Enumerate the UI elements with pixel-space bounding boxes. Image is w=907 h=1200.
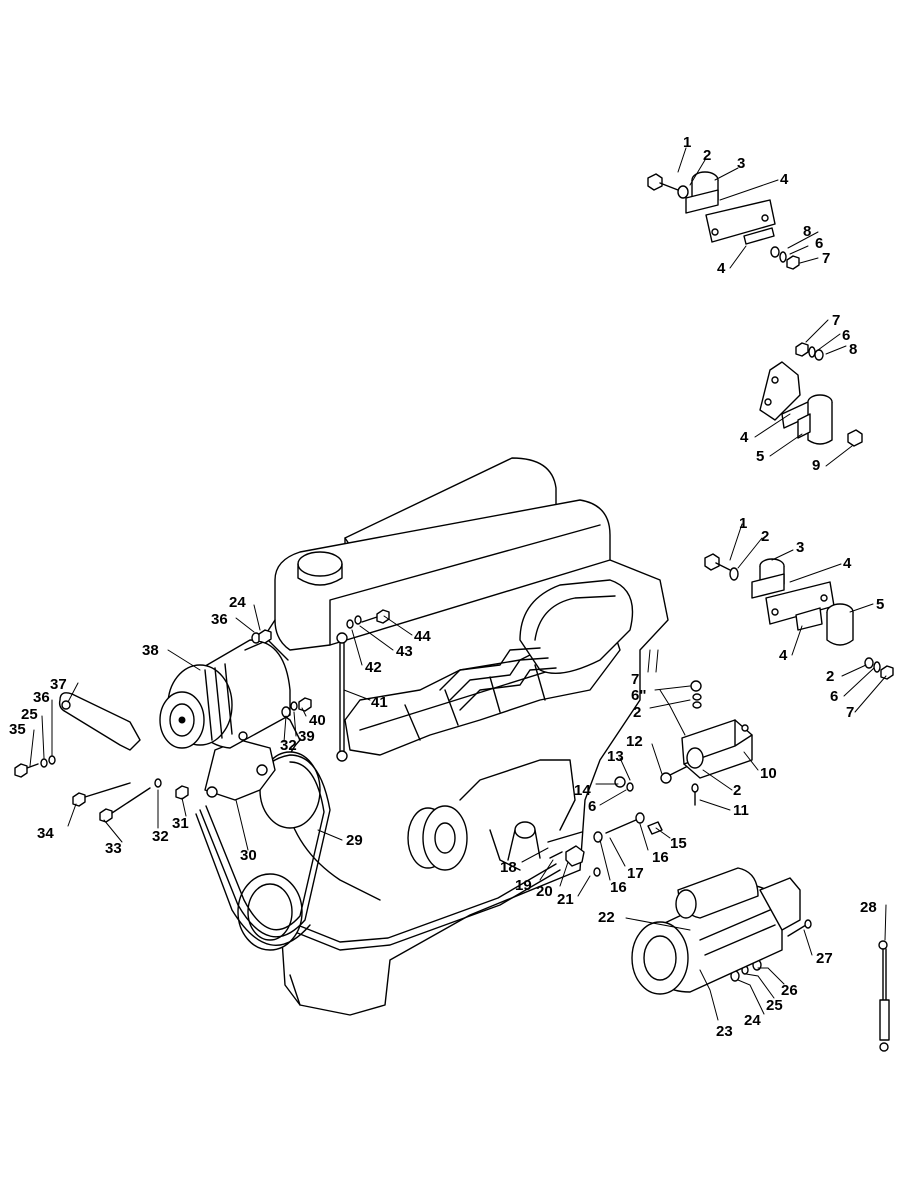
callout: 9 [812, 457, 820, 474]
callout: 36 [33, 689, 50, 706]
callout: 36 [211, 611, 228, 628]
top-solenoid-bracket [685, 171, 776, 245]
callout: 23 [716, 1023, 733, 1040]
callout: 32 [152, 828, 169, 845]
battery-cable [878, 940, 890, 1052]
callout: 39 [298, 728, 315, 745]
callout: 1 [739, 515, 747, 532]
callout: 6 [588, 798, 596, 815]
callout: 35 [9, 721, 26, 738]
callout: 4 [780, 171, 789, 188]
callout: 11 [733, 802, 749, 819]
callout: 8 [849, 341, 857, 358]
fasteners [14, 173, 894, 982]
alternator [159, 639, 291, 749]
callout: 21 [557, 891, 574, 908]
callout: 1 [683, 134, 691, 151]
callout: 3 [796, 539, 804, 556]
stop-solenoid [681, 719, 753, 779]
middle-solenoid-bracket [759, 361, 833, 445]
callout: 42 [365, 659, 382, 676]
callout: 16 [610, 879, 627, 896]
callout: 25 [766, 997, 783, 1014]
callout: 2 [826, 668, 834, 685]
callout: 40 [309, 712, 326, 729]
callout: 7 [846, 704, 854, 721]
callout: 30 [240, 847, 257, 864]
leader-lines [29, 147, 887, 1021]
starter-motor [631, 867, 801, 995]
callout: 6 [815, 235, 823, 252]
engine-block [195, 457, 669, 1016]
callout: 37 [50, 676, 67, 693]
callout: 12 [626, 733, 643, 750]
callout: 2 [733, 782, 741, 799]
callout: 7 [832, 312, 840, 329]
dipstick-rod [336, 632, 348, 762]
callout: 43 [396, 643, 413, 660]
callout: 19 [515, 877, 532, 894]
callout: 44 [414, 628, 431, 645]
callout: 10 [760, 765, 777, 782]
callout: 34 [37, 825, 54, 842]
callout: 14 [574, 782, 591, 799]
callout: 25 [21, 706, 38, 723]
callout: 5 [756, 448, 764, 465]
callout: 8 [803, 223, 811, 240]
lower-solenoid-bracket [751, 558, 854, 646]
callout: 26 [781, 982, 798, 999]
callout: 3 [737, 155, 745, 172]
callout: 6 [830, 688, 838, 705]
callout: 4 [717, 260, 726, 277]
callout: 4 [779, 647, 788, 664]
callout: 17 [627, 865, 644, 882]
callout: 15 [670, 835, 687, 852]
callout: 5 [876, 596, 884, 613]
callout: 24 [229, 594, 246, 611]
callout: 16 [652, 849, 669, 866]
callout: 32 [280, 737, 297, 754]
callout: 27 [816, 950, 833, 967]
callout: 7 [822, 250, 830, 267]
callout: 18 [500, 859, 517, 876]
callout: 38 [142, 642, 159, 659]
callout: 13 [607, 748, 624, 765]
callout: 33 [105, 840, 122, 857]
callout: 31 [172, 815, 189, 832]
callout: 22 [598, 909, 615, 926]
callout: 4 [843, 555, 852, 572]
adjusting-strap [58, 692, 141, 751]
callout: 20 [536, 883, 553, 900]
callout: 4 [740, 429, 749, 446]
callout: 2 [703, 147, 711, 164]
callout: 24 [744, 1012, 761, 1029]
callout-labels: 1 2 3 4 4 8 6 7 7 6 8 4 5 9 1 2 3 4 5 4 … [9, 134, 884, 1040]
callout: 29 [346, 832, 363, 849]
callout: 2 [761, 528, 769, 545]
callout: 6 [842, 327, 850, 344]
callout: 6" [631, 687, 646, 704]
callout: 2 [633, 704, 641, 721]
callout: 41 [371, 694, 388, 711]
callout: 7 [631, 671, 639, 688]
callout: 28 [860, 899, 877, 916]
